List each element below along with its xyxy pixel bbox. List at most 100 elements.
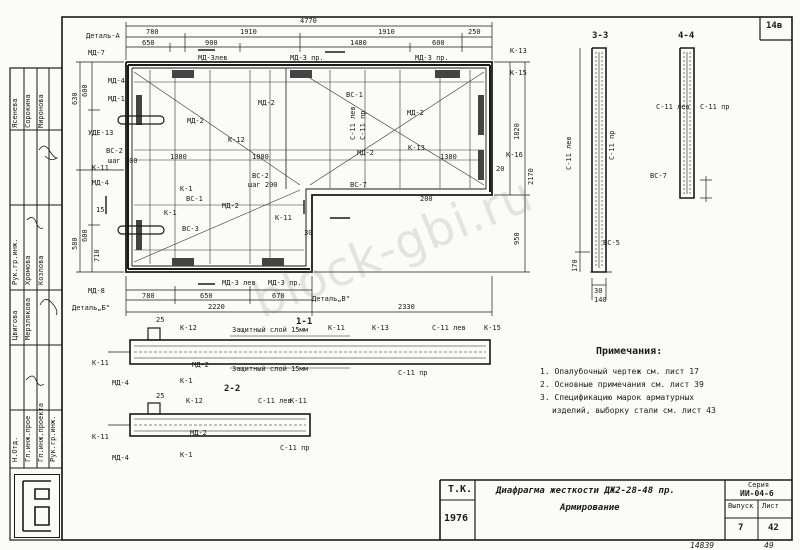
label-k: К-11 xyxy=(92,433,109,441)
dim: 2170 xyxy=(527,168,535,185)
label-k: К-1 xyxy=(180,451,193,459)
label-md: МД-2 xyxy=(258,99,275,107)
label-k: К-12 xyxy=(180,324,197,332)
dim-top: 1480 xyxy=(350,39,367,47)
label-md: МД-3 пр. xyxy=(268,279,302,287)
label-c11: С-11 пр xyxy=(608,130,616,160)
label-k: К-11 xyxy=(92,359,109,367)
section-2-2 xyxy=(108,402,311,437)
stamp-year: 1976 xyxy=(444,513,469,524)
label-md: МД-4 xyxy=(112,454,129,462)
label-md: МД-3 пр. xyxy=(415,54,449,62)
label-md: МД-2 xyxy=(357,149,374,157)
label-c11: С-11 пр xyxy=(359,110,367,140)
dim: 710 xyxy=(93,249,101,262)
section-title-3-3: 3-3 xyxy=(592,31,609,41)
note-3: 3. Спецификацию марок арматурных xyxy=(540,393,695,402)
label-k: К-11 xyxy=(290,397,307,405)
dim: 1380 xyxy=(440,153,457,161)
label-md: МД-4 xyxy=(108,77,125,85)
label-c11: С-11 пр xyxy=(700,103,730,111)
sidebar-cell: Хромова xyxy=(24,255,32,285)
label-c11: С-11 пр xyxy=(280,444,310,452)
stamp-vyp: 7 xyxy=(738,523,744,533)
dim: 600 xyxy=(81,229,89,242)
label-vs: ВС-2 xyxy=(106,147,123,155)
stamp-list: 42 xyxy=(768,523,779,533)
dim-top: 1910 xyxy=(378,28,395,36)
label-md: МД-3 лев xyxy=(222,279,256,287)
label-detal-b: Деталь„Б" xyxy=(72,304,110,312)
plan-outline xyxy=(125,61,493,273)
label-c11: С-11 лев xyxy=(258,397,292,405)
label-md: МД-2 xyxy=(407,109,424,117)
sidebar-cell: Козлова xyxy=(37,255,45,285)
label-k: К-13 xyxy=(408,144,425,152)
dim: 140 xyxy=(594,296,607,304)
dim: 30 xyxy=(594,287,603,295)
note-3b: изделий, выборку стали см. лист 43 xyxy=(552,406,716,415)
label-vs: ВС-2 xyxy=(252,172,269,180)
stamp-title-1: Диафрагма жесткости ДЖ2-28-48 пр. xyxy=(496,486,675,496)
sidebar-cell: Сорокина xyxy=(24,94,32,128)
section-title-2-2: 2-2 xyxy=(224,384,241,394)
dim-top: 1910 xyxy=(240,28,257,36)
label-md: МД-1 xyxy=(108,95,125,103)
label-k: К-13 xyxy=(510,47,527,55)
label-shag: шаг 200 xyxy=(248,181,278,189)
label-k: К-15 xyxy=(510,69,527,77)
stamp-title-2: Армирование xyxy=(560,503,620,513)
sidebar-cell: Рук.гр.инж. xyxy=(49,415,57,462)
label-c11: С-11 лев xyxy=(349,106,357,140)
label-k: К-1 xyxy=(164,209,177,217)
label-md: МД-2 xyxy=(192,361,209,369)
dim-total: 4770 xyxy=(300,17,317,25)
label-c11: С-11 лев xyxy=(565,136,573,170)
label-shag: шаг 200 xyxy=(108,157,138,165)
label-zashch: Защитный слой 15мм xyxy=(232,365,308,373)
label-md: МД-4 xyxy=(112,379,129,387)
sidebar-cell: Гл.инж.проекта xyxy=(37,402,45,462)
dim: 30 xyxy=(304,229,313,237)
label-k: К-16 xyxy=(506,151,523,159)
label-md: МД-3 пр. xyxy=(290,54,324,62)
stamp-list-label: Лист xyxy=(762,502,779,510)
dim: 25 xyxy=(156,392,165,400)
label-md: МД-2 xyxy=(222,202,239,210)
label-vs: ВС-3 xyxy=(182,225,199,233)
label-vs: ВС-7 xyxy=(350,181,367,189)
section-3-3 xyxy=(575,47,612,300)
sidebar-cell: Н.Отд. xyxy=(11,436,19,462)
section-title-1-1: 1-1 xyxy=(296,317,313,327)
label-k: К-12 xyxy=(228,136,245,144)
label-k: К-11 xyxy=(328,324,345,332)
label-md: МД-2 xyxy=(187,117,204,125)
dim: 170 xyxy=(571,259,579,272)
section-title-4-4: 4-4 xyxy=(678,31,695,41)
label-c11: С-11 лев xyxy=(432,324,466,332)
label-k: К-13 xyxy=(372,324,389,332)
label-vs: ВС-1 xyxy=(186,195,203,203)
dim: 2330 xyxy=(398,303,415,311)
label-k: К-11 xyxy=(275,214,292,222)
dim: 950 xyxy=(513,232,521,245)
dim: 25 xyxy=(156,316,165,324)
dim: 780 xyxy=(142,292,155,300)
sidebar-cell: Ясенева xyxy=(11,98,19,128)
dim: 15 xyxy=(96,206,105,214)
dim: 1080 xyxy=(252,153,269,161)
label-detal-a: Деталь-А xyxy=(86,32,120,40)
stamp-code: Т.К. xyxy=(448,484,473,495)
dim: 630 xyxy=(71,92,79,105)
dim-top: 650 xyxy=(142,39,155,47)
dim: 2220 xyxy=(208,303,225,311)
label-k: К-15 xyxy=(484,324,501,332)
label-vs: ВС-1 xyxy=(346,91,363,99)
sidebar-cell: Гл.инж.прое xyxy=(24,415,32,462)
stamp-series: ИИ-04-6 xyxy=(740,489,774,498)
label-md: МД-3лев xyxy=(198,54,228,62)
dim-top: 900 xyxy=(205,39,218,47)
stamp-vyp-label: Выпуск xyxy=(728,502,754,510)
